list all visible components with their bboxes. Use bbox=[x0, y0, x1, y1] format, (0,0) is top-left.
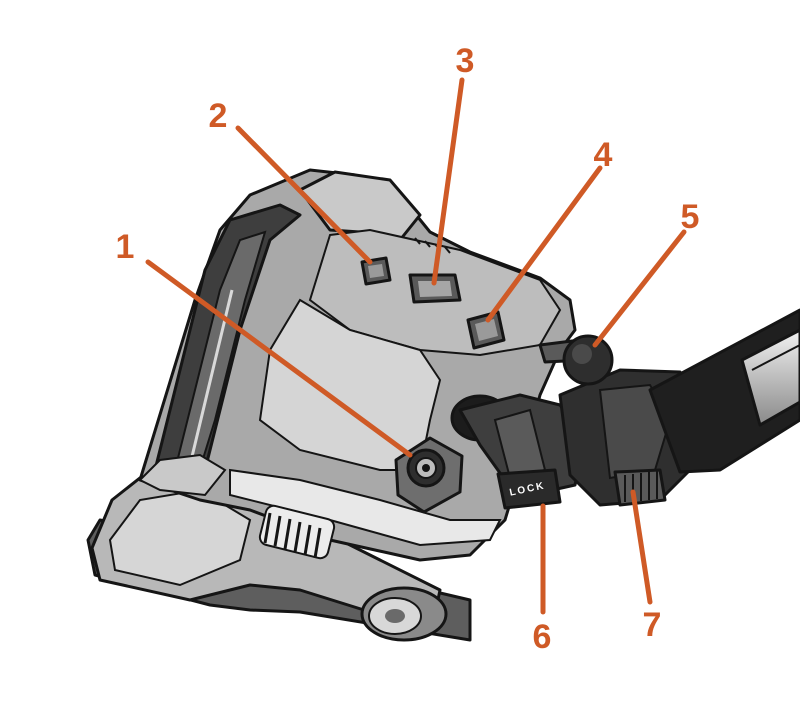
leader-7 bbox=[633, 492, 650, 602]
button-2[interactable] bbox=[362, 258, 390, 284]
callout-3: 3 bbox=[456, 42, 475, 80]
leader-5 bbox=[595, 232, 684, 345]
callout-4: 4 bbox=[594, 136, 613, 174]
callout-6: 6 bbox=[533, 618, 552, 656]
callout-5: 5 bbox=[681, 198, 700, 236]
rear-wheel bbox=[362, 588, 446, 640]
callout-7: 7 bbox=[643, 606, 662, 644]
wand-tube bbox=[650, 310, 800, 472]
button-4[interactable] bbox=[468, 312, 504, 348]
release-grip-7[interactable] bbox=[615, 470, 665, 505]
callout-2: 2 bbox=[209, 97, 228, 135]
callout-1: 1 bbox=[116, 228, 135, 266]
knob-5[interactable] bbox=[540, 336, 612, 384]
